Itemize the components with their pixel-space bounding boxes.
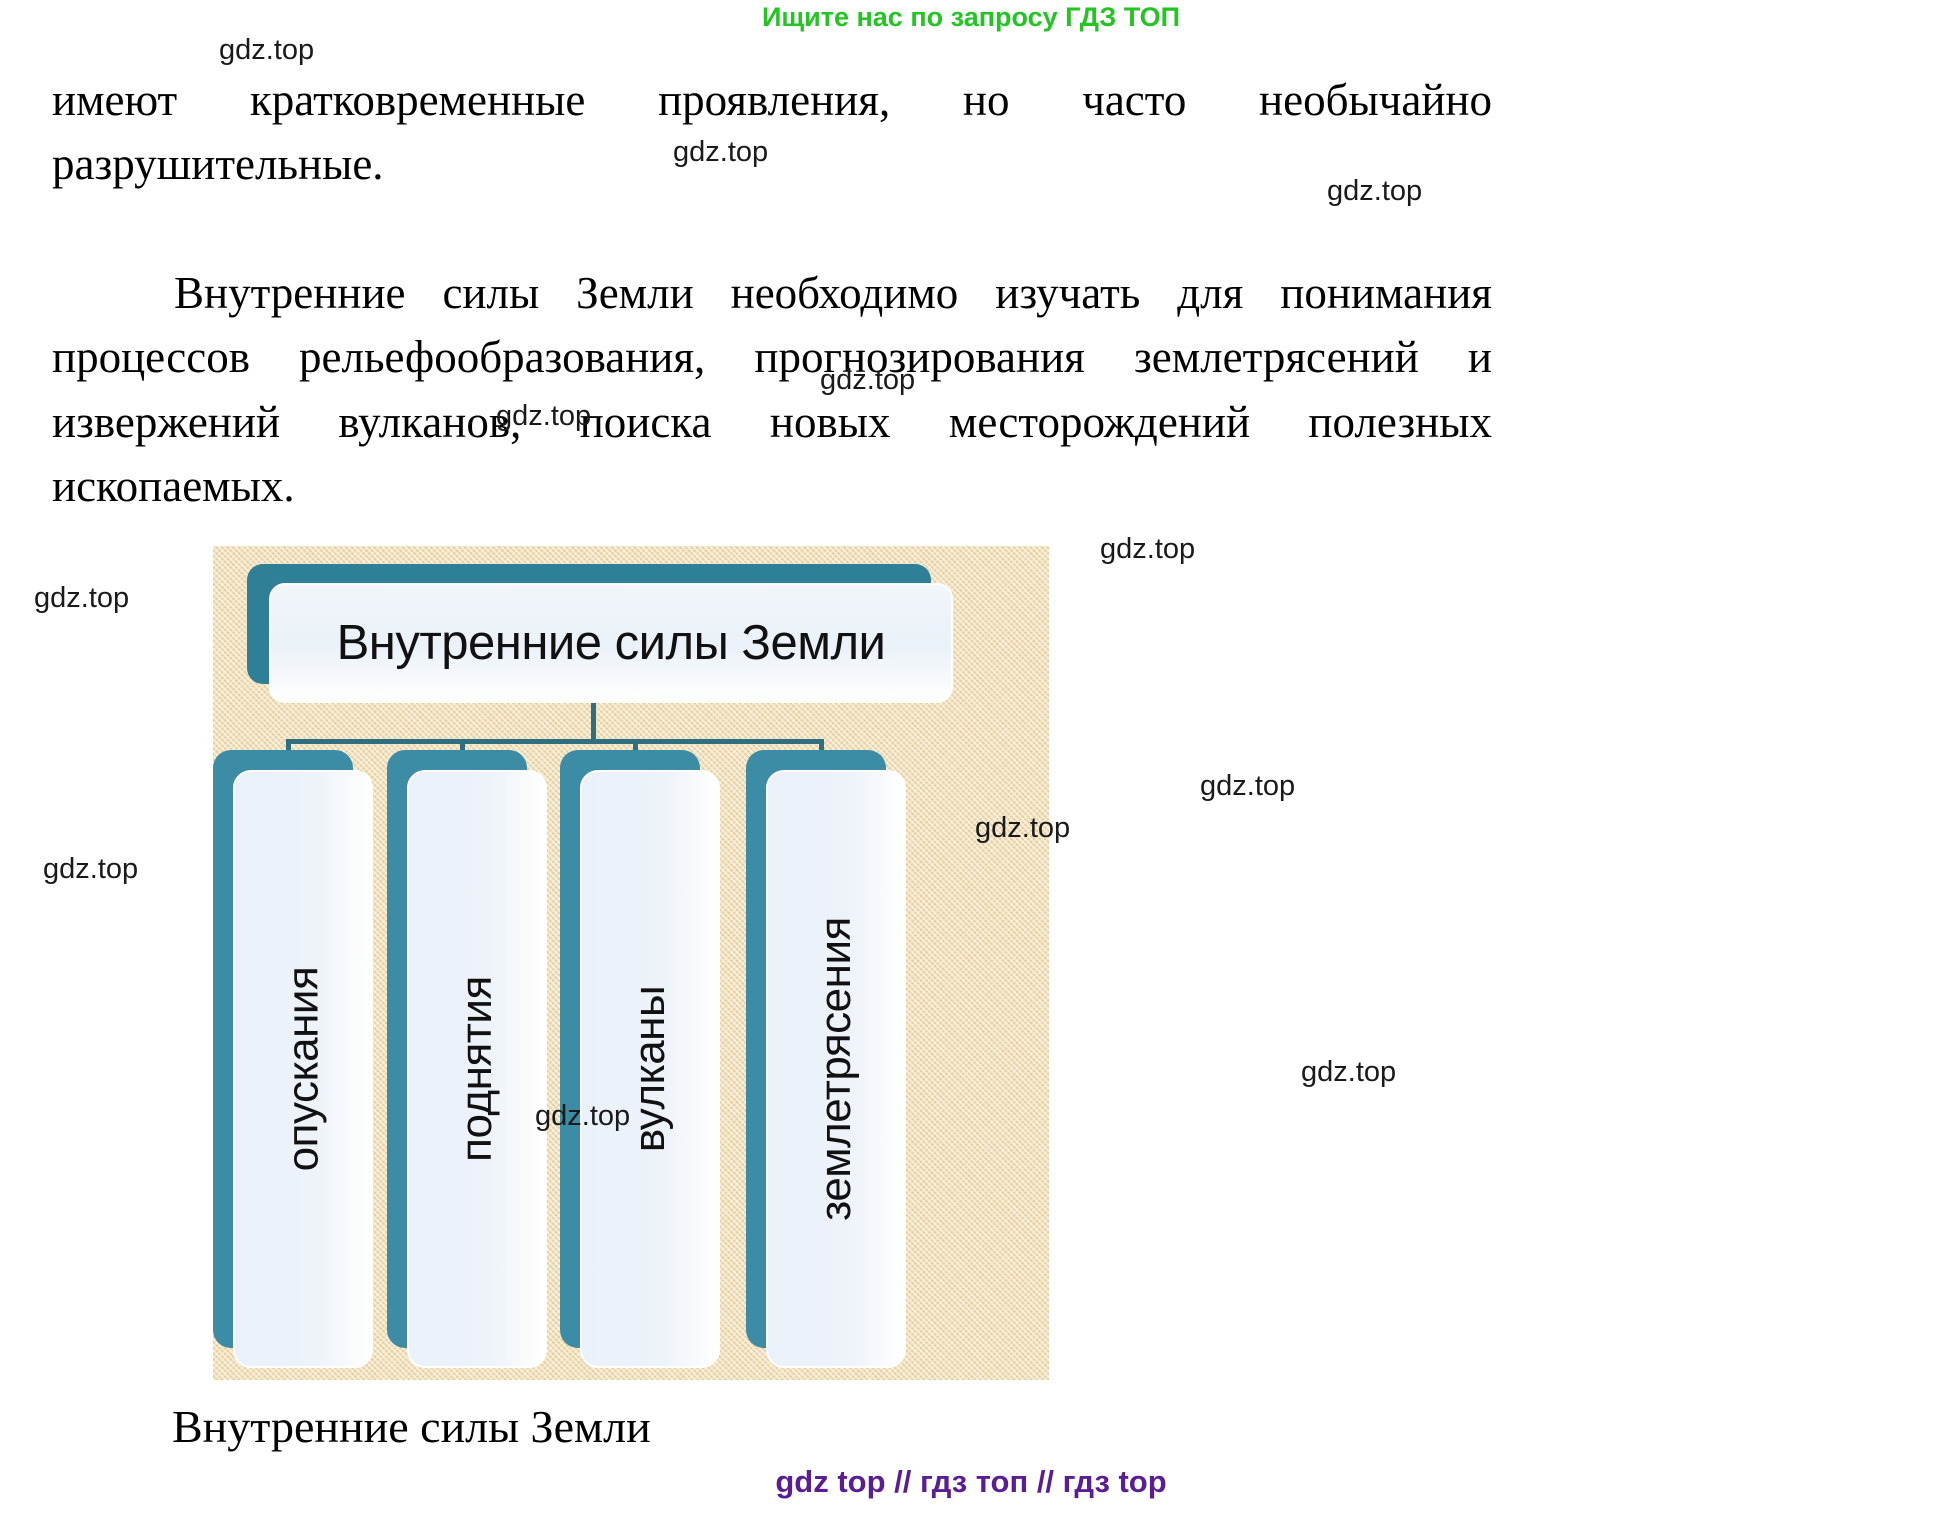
watermark-9: gdz.top xyxy=(975,812,1071,844)
connector-horizontal-bus xyxy=(286,739,824,744)
paragraph-2: Внутренние силы Земли необходимо изучать… xyxy=(52,268,1492,512)
diagram-caption: Внутренние силы Земли xyxy=(172,1401,651,1452)
leaf-node-face: землетрясения xyxy=(766,770,906,1368)
leaf-node-label-opuskaniya: опускания xyxy=(278,966,328,1172)
watermark-7: gdz.top xyxy=(1100,533,1196,565)
connector-root-stem xyxy=(591,703,596,743)
watermark-10: gdz.top xyxy=(43,853,139,885)
footer-links[interactable]: gdz top // гдз топ // гдз top xyxy=(775,1464,1167,1499)
leaf-node-label-vulkany: вулканы xyxy=(625,985,675,1153)
watermark-11: gdz.top xyxy=(1301,1056,1397,1088)
diagram-leaf-node-3: вулканы xyxy=(560,750,720,1368)
leaf-node-label-podnyatiya: поднятия xyxy=(452,976,501,1162)
root-node-label: Внутренние силы Земли xyxy=(336,616,886,670)
diagram-root-node: Внутренние силы Земли xyxy=(247,564,953,703)
leaf-node-face: поднятия xyxy=(407,770,547,1368)
watermark-3: gdz.top xyxy=(1327,175,1423,207)
promo-banner: Ищите нас по запросу ГДЗ ТОП xyxy=(761,2,1181,32)
watermark-8: gdz.top xyxy=(1200,770,1296,802)
article-text: имеют кратковременные проявления, но час… xyxy=(52,68,1492,583)
watermark-12: gdz.top xyxy=(535,1100,631,1132)
leaf-node-face: опускания xyxy=(233,770,373,1368)
internal-forces-diagram: Внутренние силы Земли опускания поднятия… xyxy=(213,546,1049,1380)
watermark-5: gdz.top xyxy=(496,400,592,432)
diagram-leaf-node-2: поднятия xyxy=(387,750,547,1368)
watermark-2: gdz.top xyxy=(673,136,769,168)
watermark-4: gdz.top xyxy=(820,364,916,396)
watermark-1: gdz.top xyxy=(219,34,315,66)
root-node-face: Внутренние силы Земли xyxy=(269,583,953,703)
watermark-6: gdz.top xyxy=(34,582,130,614)
leaf-node-label-zemletryaseniya: землетрясения xyxy=(811,917,860,1221)
diagram-leaf-node-4: землетрясения xyxy=(746,750,906,1368)
diagram-leaf-node-1: опускания xyxy=(213,750,373,1368)
leaf-node-face: вулканы xyxy=(580,770,720,1368)
paragraph-1: имеют кратковременные проявления, но час… xyxy=(52,75,1492,190)
